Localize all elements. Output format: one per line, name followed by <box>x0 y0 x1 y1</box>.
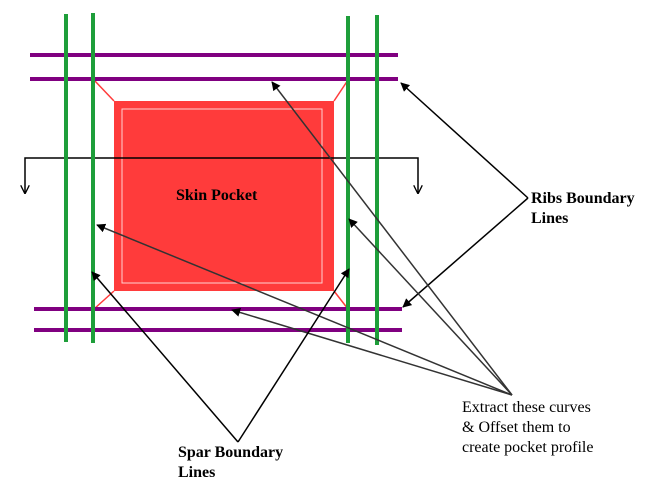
corner-line-bottom-right <box>333 290 349 310</box>
spar-arrow-to-left-spar <box>91 271 239 443</box>
corner-line-top-left <box>93 79 115 102</box>
extract-arrow-to-top-rib <box>271 81 513 396</box>
extract-text-line-1: Extract these curves <box>462 399 591 416</box>
ribs-boundary-text-line-1: Ribs Boundary <box>531 190 635 207</box>
extract-arrow-to-bottom-rib <box>231 308 513 396</box>
extract-arrow-to-left-spar <box>96 223 513 396</box>
spar-arrow-to-right-spar <box>237 268 350 443</box>
skin-pocket-inner-border <box>121 108 323 284</box>
spar-boundary-label: Spar Boundary Lines <box>178 443 283 483</box>
skin-pocket-label: Skin Pocket <box>176 186 257 206</box>
extract-text-line-2: & Offset them to <box>462 419 571 436</box>
skin-pocket-body <box>114 101 334 291</box>
ribs-boundary-label: Ribs Boundary Lines <box>531 189 635 229</box>
spar-boundary-text-line-1: Spar Boundary <box>178 444 284 461</box>
ribs-boundary-text-line-2: Lines <box>531 210 569 227</box>
ribs-arrow-to-bottom-rib <box>402 197 529 308</box>
extract-text-line-3: create pocket profile <box>462 439 594 456</box>
extract-arrow-to-right-spar <box>348 218 513 396</box>
ribs-arrow-to-top-rib <box>400 82 529 199</box>
spar-boundary-text-line-2: Lines <box>178 464 216 481</box>
skin-pocket-text: Skin Pocket <box>176 187 258 204</box>
extract-curves-label: Extract these curves & Offset them to cr… <box>462 398 593 458</box>
section-line <box>25 157 418 193</box>
corner-line-top-right <box>333 79 349 102</box>
